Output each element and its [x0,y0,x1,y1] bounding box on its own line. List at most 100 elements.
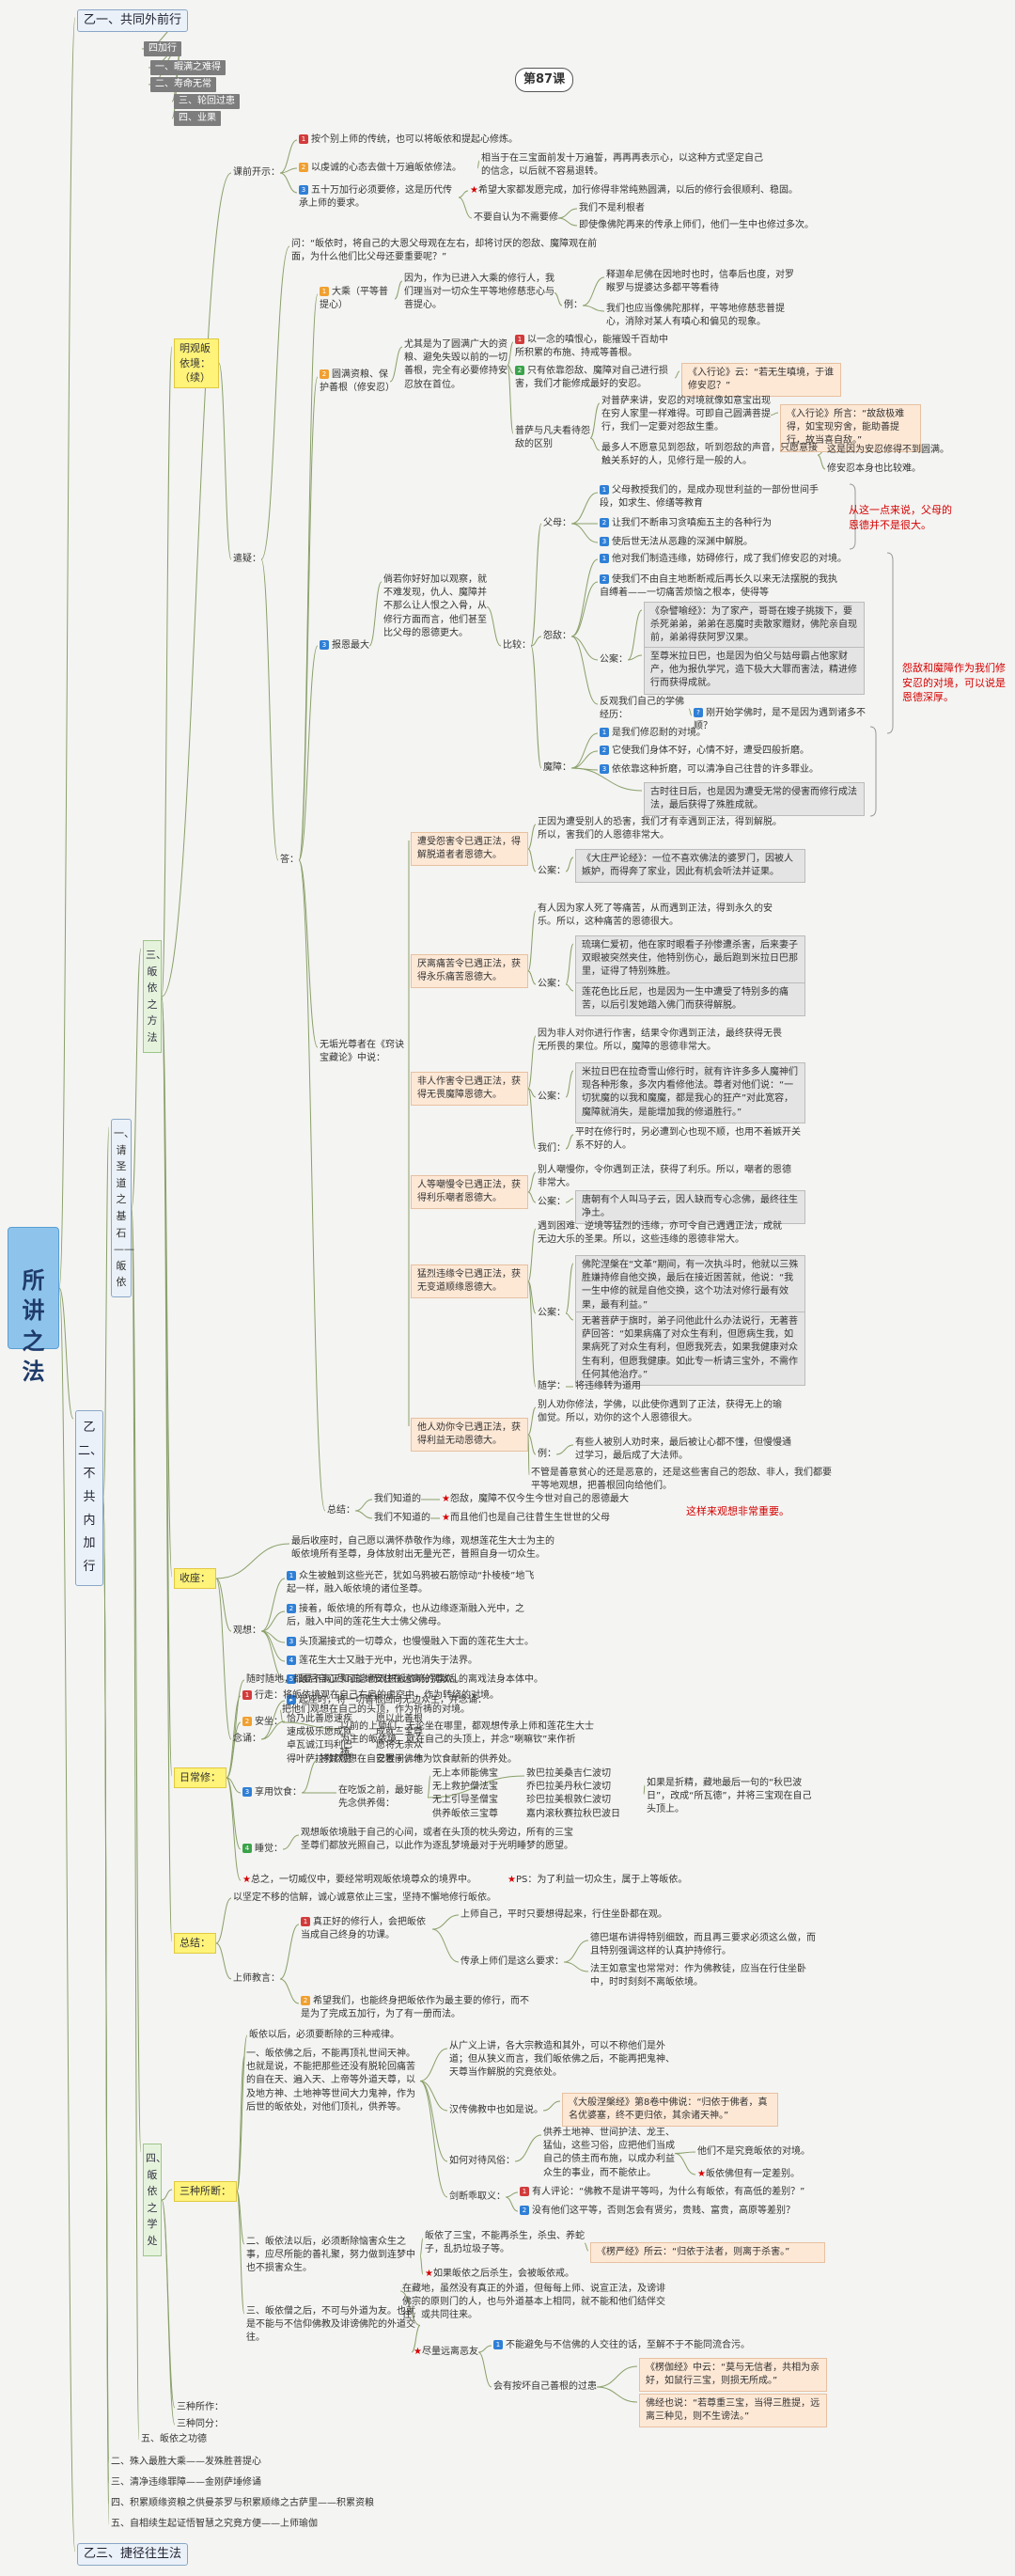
r3e: 平时在修行时，另必遭到心也现不顺，也用不着嫉开关系不好的人。 [575,1127,801,1152]
connector-d1e-d1c [582,305,605,312]
connector-r3d-r3e [565,1134,574,1150]
connector-k-zongjie-s5-b [215,1942,232,1980]
connector-s4-b3b-s4-b3d [427,1775,525,1798]
d2g: 《入行论》所言：“故敌极难得，如宝现穷舍，能助善提行，故当喜自敌。” [780,404,921,452]
p2c: 公案： [600,654,628,665]
connector-d3b-p1 [530,523,542,647]
k-shouzuo[interactable]: 收座： [174,1568,216,1589]
connector-k-sanzhongsuoduan-s6-a1 [236,2055,245,2192]
p2f: 反观我们自己的学佛经历： [600,697,684,721]
node-jingang[interactable]: 三、清净违缘罪障——金刚萨埵修诵 [111,2477,261,2488]
r2a: 有人因为家人死了等痛苦，从而遇到正法，得到永久的安乐。所以，这种痛苦的恩德很大。 [538,903,773,928]
s1-a3-text: 五十万加行必须要修，这是历代传承上师的要求。 [299,185,452,210]
branch-yi1[interactable]: 乙一、共同外前行 [77,9,189,33]
connector-s1-a3-s1-a3b [458,190,469,198]
r6: 他人劝你令已遇正法，获得利益无动恩德大。 [411,1418,528,1453]
node-shangshi[interactable]: 五、自相续生起证悟智慧之究竟方便——上师瑜伽 [111,2519,318,2529]
connector-p3-p3d [570,767,643,792]
s6-a1e: 供养土地神、世间护法、龙王、猛仙，这些习俗，应把他们当成自己的债主而布施，以成办… [543,2128,675,2178]
k-richangxiu[interactable]: 日常修： [174,1767,226,1788]
k-zongjie[interactable]: 总结： [174,1933,216,1954]
k-mingguan[interactable]: 明观皈依境：（续） [174,338,219,388]
s1-a4b: 即使像佛陀再来的传承上师们，他们一生中也修过多次。 [579,220,814,230]
lesson-badge[interactable]: 第87课 [515,68,574,93]
connector-r5b-r5d [565,1312,574,1321]
connector-d3b-p2 [530,636,542,647]
root-node[interactable]: 所 讲 之 法 [8,1227,59,1385]
p2b-text: 使我们不由自主地断断戒后再长久以来无法摆脱的我执自缚着——一切痛苦烦恼之根本，使… [600,574,837,599]
connector-s6-a2-s6-a2a [419,2238,424,2256]
z: 总结： [327,1505,355,1516]
node-manchaluo[interactable]: 四、积累顺缘资粮之供曼茶罗与积累顺缘之古萨里——积累资粮 [111,2498,374,2508]
connector-node-guiyi-fangfa-k-kechuan [161,172,232,997]
connector-k-da-d2 [298,376,319,861]
s1-a2b: 相当于在三宝面前发十万遍誓，再再再表示心，以这种方式坚定自己的信念，以后就不容易… [481,153,763,178]
s6-a1h: 剑断乖取义： [449,2191,506,2202]
p3b-text: 它使我们身体不好，心情不好，遭受四般折磨。 [612,746,809,756]
s6-a: 皈依以后，必须要断除的三种戒律。 [249,2030,399,2040]
s4-daily-intro: 随时随地，都要不离正知正念而观想皈依境的尊众。 [246,1674,462,1685]
connector-s6-a3b-s6-a3c [477,2345,492,2353]
p2a-text: 他对我们制造违缘，妨碍修行，成了我们修安忍的对境。 [612,554,847,564]
node-guiyi-xuechu[interactable]: 四、皈依之学处 [143,2144,166,2256]
r1b: 公案： [538,866,566,876]
s3-a: 最后收座时，自己愿以满怀恭敬作为缘，观想莲花生大士为主的皈依境所有圣尊，身体放射… [291,1536,554,1561]
tag-sijiaxing[interactable]: 四加行 [144,41,181,57]
z1c-text: 而且他们也是自己往昔生生世世的父母 [449,1513,610,1523]
tag-yeguo[interactable]: 四、业果 [174,111,221,127]
node-guiyi-fangfa[interactable]: 三、皈依之方法 [143,940,166,1053]
r5f: 将违缘转为道用 [575,1381,641,1391]
q1: 无垢光尊者在《窍诀宝藏论》中说： [320,1040,404,1064]
connector-s6-a1e-s6-a1g [674,2153,696,2175]
z1c: ★而且他们也是自己往昔生生世世的父母 [442,1513,610,1523]
s5-b1a: 上师自己，平时只要想得起来，行住坐卧都在观。 [461,1909,667,1920]
p2r: 怨敌和魔障作为我们修安忍的对境，可以说是恩德深厚。 [902,662,1006,704]
s6-a3: 三、皈依僧之后，不可与外道为友。也就是不能与不信仰佛教及诽谤佛陀的外道交往。 [246,2306,415,2344]
branch-yi3[interactable]: 乙三、捷径往生法 [77,2543,189,2567]
s3-b: 观想： [233,1626,261,1636]
r5d: 无著菩萨于旗时，弟子问他此什么办法说行，无著菩萨回答：“如果病痛了对众生有利，但… [575,1312,805,1386]
branch-yi2[interactable]: 乙二、不共内加行 [75,1410,103,1586]
s6-a3e: 《楞伽经》中云：“莫与无信者，共相为亲好，如鼠行三宝，则损无所成。” [639,2358,827,2393]
s5-b1d: 法王如意宝也常常对：作为佛教徒，应当在行住坐卧中，时时刻刻不离皈依境。 [590,1964,806,1988]
r4b: 公案： [538,1197,566,1207]
connector-r1-r1a [527,824,537,850]
connector-k-richangxiu-s4-b4 [226,1777,242,1850]
node-fapuxin[interactable]: 二、殊入最胜大乘——发殊胜菩提心 [111,2457,261,2467]
connector-d2e-d2f [589,402,601,439]
k-kechuan[interactable]: 课前开示： [233,167,280,178]
connector-s4-b3d-s4-b3e [643,1784,646,1795]
tag-xiamannan[interactable]: 一、暇满之难得 [150,60,226,76]
s2-question: 问：“皈依时，将自己的大恩父母观在左右，却将讨厌的怨敌、魔障观在前面，为什么他们… [291,239,598,263]
connector-branch-yi2-node-shangshi [102,1498,110,2525]
node-guiyi-gongde[interactable]: 五、皈依之功德 [141,2434,207,2444]
r3c: 米拉日巴在拉奇雪山修行时，就有许许多多人魔神们现各种形象，多次内看修他法。尊者对… [575,1062,805,1123]
connector-d3-d3a [368,581,383,647]
connector-p3-p3b [570,750,599,769]
k-sanzhongsuoduan[interactable]: 三种所断： [174,2181,237,2202]
r6b: 例： [538,1449,556,1459]
z1r: 这样来观想非常重要。 [686,1505,789,1517]
d1-text: 大乘（平等普提心） [320,287,388,311]
connector-s1-a3-s1-a4 [458,196,473,219]
k-qianyi[interactable]: 遣疑： [233,554,261,564]
connector-r5b-r5c [565,1263,574,1314]
connector-r4-r4b [527,1191,537,1203]
r1c: 《大庄严论经》：一位不喜欢佛法的婆罗门，因被人嫉妒，而得奔了家业，因此有机会听法… [575,849,805,884]
connector-r3-r3d [527,1088,537,1150]
connector-r5-r5e [527,1280,537,1388]
k-da[interactable]: 答： [280,855,299,865]
node-guiyi[interactable]: 一、请圣道之基石——皈依 [111,1119,134,1297]
connector-s4-b2-s4-b2b [282,1721,339,1730]
tag-lunhui[interactable]: 三、轮回过患 [174,94,240,110]
s4-b2b: 以前的上师们，无论坐在哪里，都观想传承上师和莲花生大士为主的皈依境，就在自己的头… [340,1721,594,1759]
s6-a1a: 从广义上讲，各大宗教造和其外，可以不称他们是外道；但从狭义而言，我们皈依佛之后，… [449,2041,675,2079]
tag-shouming[interactable]: 二、寿命无常 [150,77,216,93]
connector-node-guiyi-node-guiyi-xuechu [131,1207,142,2153]
connector-r3-r3a [527,1035,537,1090]
